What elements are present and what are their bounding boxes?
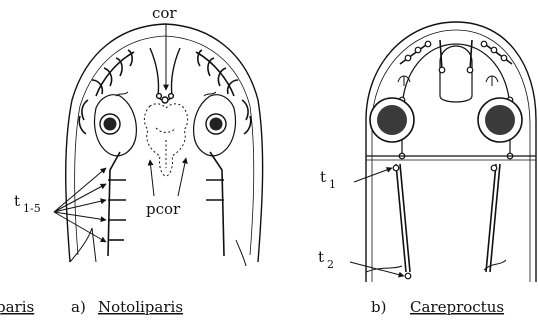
t1-5-arrows — [54, 168, 106, 242]
pcor-label: pcor — [146, 200, 181, 218]
panel-a-notoliparis — [54, 24, 263, 266]
preopercular-canal-b — [396, 164, 500, 272]
coronal-canal — [150, 48, 180, 103]
t1-label: t — [320, 168, 326, 186]
t1-5-label: t — [14, 192, 20, 210]
head-outline-a — [66, 24, 263, 262]
t2-subscript: 2 — [327, 258, 334, 271]
caption-b-prefix: b) — [371, 298, 386, 316]
t1-arrow — [354, 168, 392, 182]
pcor-arrow-left — [150, 160, 154, 196]
caption-a-name: Notoliparis — [98, 298, 183, 316]
t1-subscript: 1 — [329, 178, 336, 191]
pcor-arrow-right — [178, 158, 186, 196]
t1-5-subscript: 1-5 — [23, 202, 41, 215]
t2-arrow — [350, 262, 404, 276]
caption-left-fragment: paris — [0, 298, 34, 316]
panel-b-careproctus — [350, 22, 536, 282]
caption-a-prefix: a) — [71, 298, 86, 316]
cor-label: cor — [152, 4, 177, 22]
t2-label: t — [318, 248, 324, 266]
caption-b-name: Careproctus — [410, 298, 504, 316]
